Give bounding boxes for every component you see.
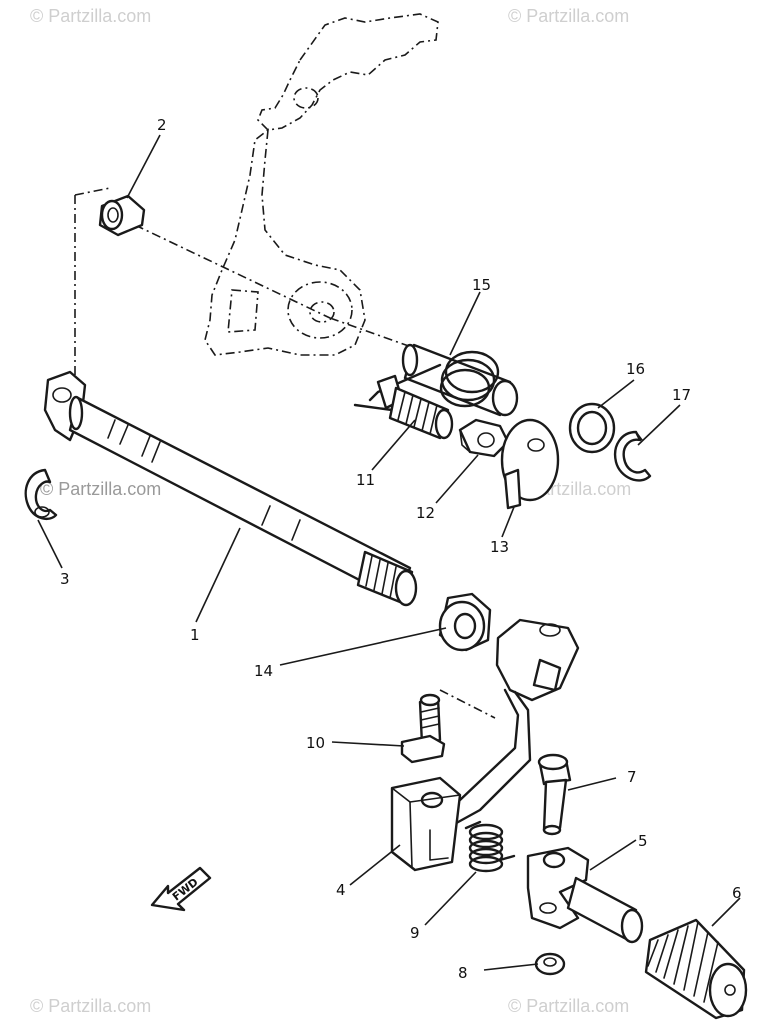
callout-12: 12 (416, 504, 435, 522)
part-17-clip (613, 430, 652, 482)
part-8-washer (534, 952, 566, 976)
part-11-stopper-bolt (376, 374, 454, 440)
callout-17: 17 (672, 386, 691, 404)
callout-3: 3 (60, 570, 70, 588)
callout-1: 1 (190, 626, 200, 644)
part-13-stopper-lever (500, 418, 560, 510)
part-4-shift-arm (390, 618, 580, 872)
callouts: 1 2 3 4 5 6 7 8 9 10 11 12 13 14 15 16 1… (60, 116, 742, 982)
callout-9: 9 (410, 924, 420, 942)
part-2-collar (98, 194, 146, 237)
watermark-bottom-right: © Partzilla.com (508, 996, 629, 1016)
watermark-top-right: © Partzilla.com (508, 6, 629, 26)
part-9-spring (464, 820, 516, 873)
part-6-pedal-rubber (644, 918, 748, 1020)
callout-14: 14 (254, 662, 273, 680)
callout-13: 13 (490, 538, 509, 556)
part-5-pedal-joint (526, 846, 644, 944)
callout-11: 11 (356, 471, 375, 489)
part-16-washer (568, 402, 616, 454)
part-1-shift-shaft (43, 370, 418, 607)
callout-6: 6 (732, 884, 742, 902)
callout-2: 2 (157, 116, 167, 134)
part-10-bolt (400, 693, 446, 764)
callout-15: 15 (472, 276, 491, 294)
leader-lines (37, 134, 741, 971)
part-14-oil-seal (438, 592, 492, 652)
alignment-lines (74, 187, 421, 385)
watermark-middle-left: © Partzilla.com (40, 479, 161, 499)
watermark-top-left: © Partzilla.com (30, 6, 151, 26)
callout-7: 7 (627, 768, 637, 786)
watermark-bottom-left: © Partzilla.com (30, 996, 151, 1016)
fwd-arrow: FWD (150, 866, 212, 912)
callout-5: 5 (638, 832, 648, 850)
callout-4: 4 (336, 881, 346, 899)
frame-bracket-outline (204, 13, 439, 356)
part-3-circlip (24, 468, 58, 521)
callout-10: 10 (306, 734, 325, 752)
callout-16: 16 (626, 360, 645, 378)
callout-8: 8 (458, 964, 468, 982)
part-7-pin (537, 753, 572, 836)
part-12-nut (458, 418, 510, 458)
